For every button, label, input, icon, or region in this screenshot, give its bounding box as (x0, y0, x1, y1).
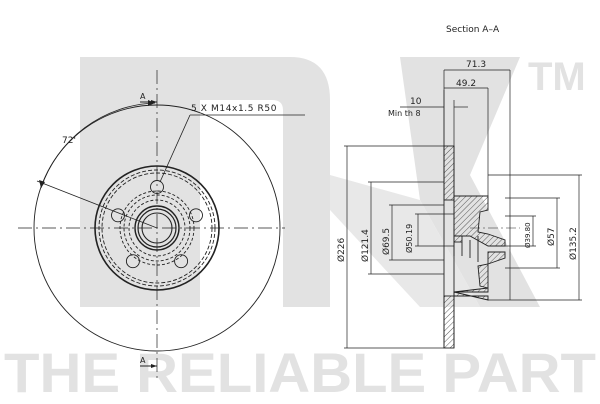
dim-thickness: 10 (410, 97, 422, 107)
section-marker-bottom: A (140, 356, 146, 365)
dim-d226: Ø226 (336, 237, 347, 262)
dim-d57: Ø57 (546, 227, 557, 246)
dim-d50: Ø50.19 (404, 224, 414, 253)
dim-overall-width: 71.3 (466, 60, 486, 70)
bolt-holes (111, 180, 203, 269)
dim-d69: Ø69.5 (381, 228, 392, 255)
front-view (18, 70, 305, 380)
dim-d121: Ø121.4 (360, 229, 371, 262)
dim-d135: Ø135.2 (568, 227, 579, 260)
slogan-watermark: THE RELIABLE PART (4, 341, 596, 400)
dim-min-thickness: Min th 8 (388, 109, 421, 118)
section-marker-top: A (140, 92, 146, 101)
nk-logo-watermark: TM THE RELIABLE PART (4, 55, 596, 404)
bolt-callout: 5 X M14x1.5 R50 (191, 104, 277, 114)
angle-label: 72' (62, 136, 76, 146)
section-dimensions (344, 69, 582, 349)
section-title: Section A–A (446, 25, 500, 35)
trademark-mark: TM (528, 55, 586, 99)
section-view (443, 90, 520, 349)
dim-hub-width: 49.2 (456, 79, 476, 89)
dim-d39: Ø39.80 (524, 222, 532, 248)
